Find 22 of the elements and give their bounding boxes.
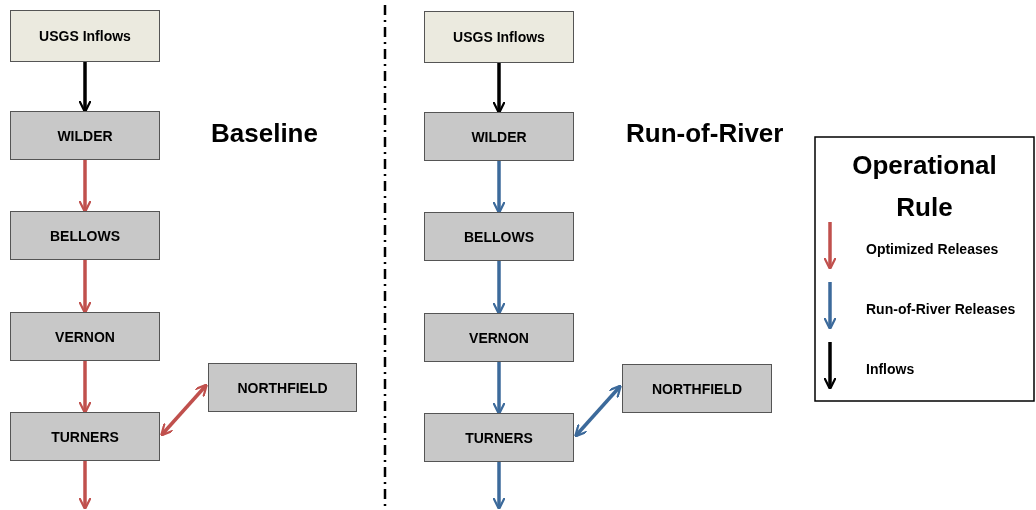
reservoir-box: WILDER [10,111,160,160]
reservoir-box: BELLOWS [10,211,160,260]
reservoir-box: VERNON [424,313,574,362]
legend-text: Optimized Releases [866,241,999,257]
reservoir-box: BELLOWS [424,212,574,261]
reservoir-box: VERNON [10,312,160,361]
source-box: USGS Inflows [10,10,160,62]
source-box: USGS Inflows [424,11,574,63]
reservoir-box: NORTHFIELD [622,364,772,413]
section-title: Baseline [211,118,318,149]
arrow [574,384,622,438]
arrow [492,462,506,510]
reservoir-box: TURNERS [10,412,160,461]
section-title: Run-of-River [626,118,784,149]
arrow [160,383,208,437]
arrow [78,461,92,510]
legend-title: Operational Rule [851,149,998,224]
reservoir-box: WILDER [424,112,574,161]
reservoir-box: NORTHFIELD [208,363,357,412]
legend-text: Inflows [866,361,915,377]
reservoir-box: TURNERS [424,413,574,462]
legend-text: Run-of-River Releases [866,301,1016,317]
